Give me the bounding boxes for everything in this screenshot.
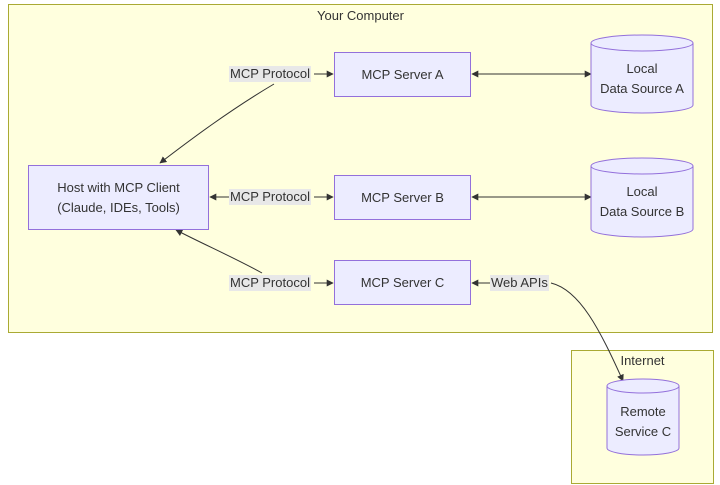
cluster-title-internet: Internet [620,353,665,368]
edge-label-web-apis: Web APIs [490,275,549,291]
source-b-line1: Local [626,184,658,199]
remote-c-label: Remote Service C [607,396,679,448]
cylinder-remote-c [606,378,680,456]
cylinder-source-a [590,34,694,114]
node-server-c: MCP Server C [334,260,471,305]
remote-c-line1: Remote [620,404,666,419]
source-a-line2: Data Source A [600,81,684,96]
node-server-b: MCP Server B [334,175,471,220]
cluster-internet: Internet [571,350,714,484]
source-a-line1: Local [626,61,658,76]
node-host: Host with MCP Client (Claude, IDEs, Tool… [28,165,209,230]
edge-protocol-a-to-host [159,83,275,164]
edge-protocol-c-to-host [175,229,263,274]
edge-label-protocol-b: MCP Protocol [229,189,311,205]
node-server-b-label: MCP Server B [361,189,444,205]
node-server-a: MCP Server A [334,52,471,97]
edge-web-apis-to-remote-c [550,282,624,382]
source-a-label: Local Data Source A [591,53,693,105]
source-b-line2: Data Source B [599,204,685,219]
remote-c-line2: Service C [614,424,672,439]
node-server-a-label: MCP Server A [361,66,444,82]
edge-label-protocol-c: MCP Protocol [229,275,311,291]
node-host-line1: Host with MCP Client [57,179,180,195]
cluster-title-your-computer: Your Computer [317,8,404,23]
node-host-line2: (Claude, IDEs, Tools) [57,199,180,215]
edge-label-protocol-a: MCP Protocol [229,66,311,82]
source-b-label: Local Data Source B [591,176,693,228]
node-server-c-label: MCP Server C [360,274,445,290]
cylinder-source-b [590,157,694,238]
